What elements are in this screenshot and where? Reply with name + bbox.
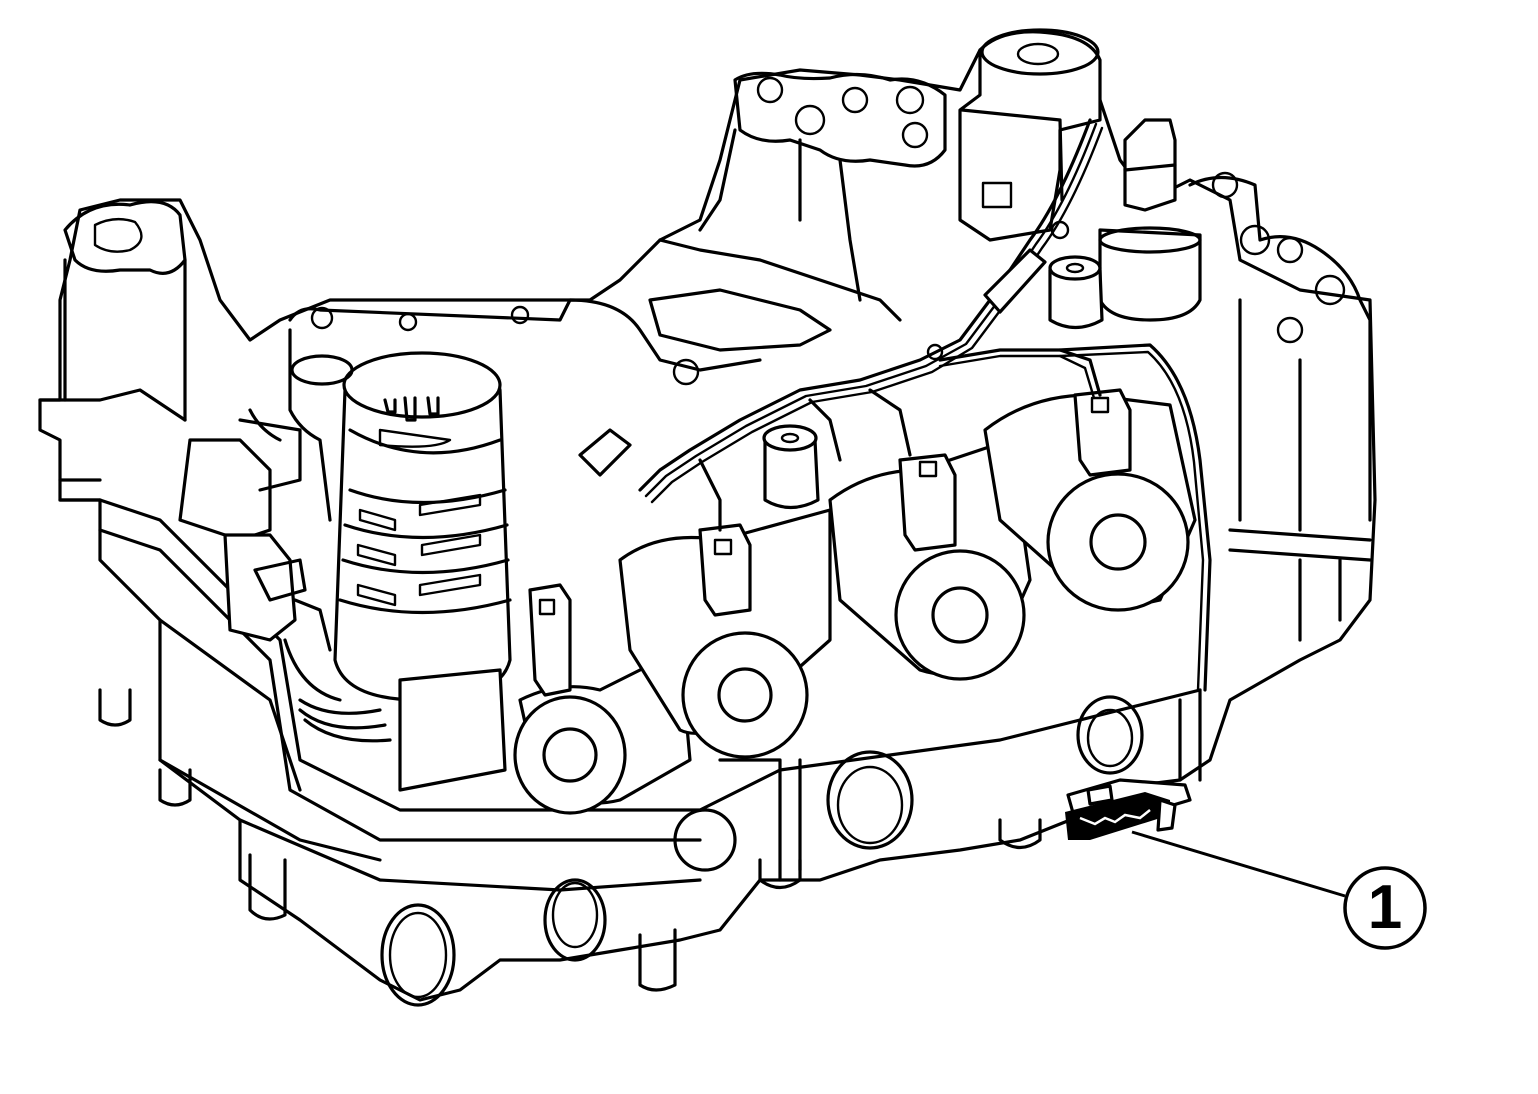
large-pressure-control-solenoid: [333, 351, 512, 792]
shift-solenoid-3: [828, 438, 1032, 681]
valve-body-casting: [38, 38, 1377, 1007]
callout-circle: [1343, 866, 1427, 950]
callout-1-label: 1: [1367, 873, 1403, 942]
shift-solenoid-2: [618, 508, 832, 759]
wiring-harness: [578, 118, 1212, 692]
center-small-solenoid: [762, 255, 1104, 510]
callout-target-connector: [1065, 778, 1192, 840]
shift-solenoid-1: [513, 583, 692, 815]
callout-1: [1131, 830, 1427, 950]
left-connectors: [178, 328, 392, 743]
top-solenoid: [958, 28, 1202, 322]
shift-solenoid-4: [983, 388, 1197, 612]
callout-leader-line: [1131, 830, 1346, 898]
